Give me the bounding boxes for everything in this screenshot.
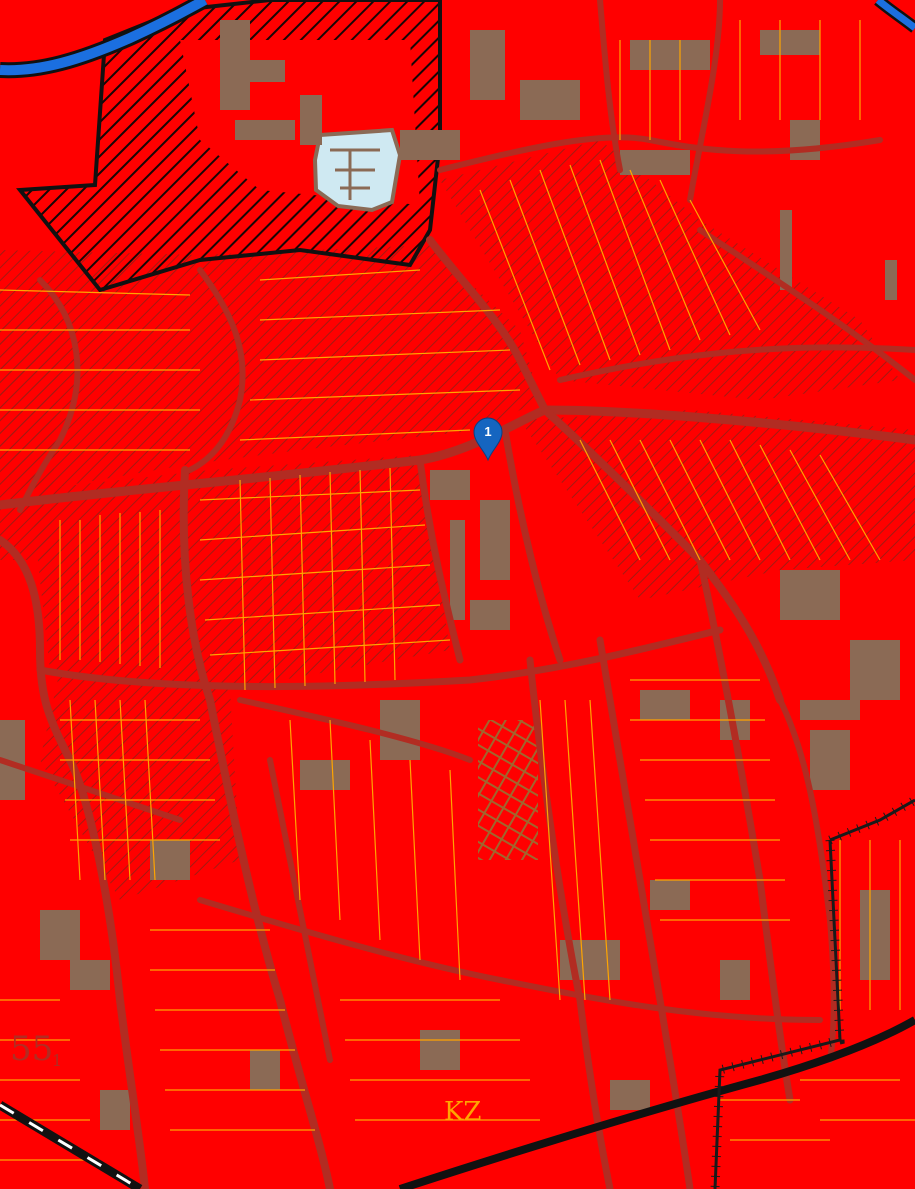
pond-paths — [330, 148, 380, 200]
sector-number-label: 55 — [10, 1029, 53, 1069]
map-pin-icon — [473, 417, 503, 462]
location-marker-1[interactable]: 1 — [473, 417, 503, 462]
sector-suffix-label: 1 — [52, 1051, 62, 1070]
street-fragment-label: KZ — [444, 1097, 482, 1127]
railways — [0, 796, 915, 1189]
parcel-lines — [0, 20, 915, 1161]
marker-number: 1 — [484, 424, 491, 439]
lattice-block — [478, 720, 538, 860]
buildings — [0, 20, 900, 1130]
